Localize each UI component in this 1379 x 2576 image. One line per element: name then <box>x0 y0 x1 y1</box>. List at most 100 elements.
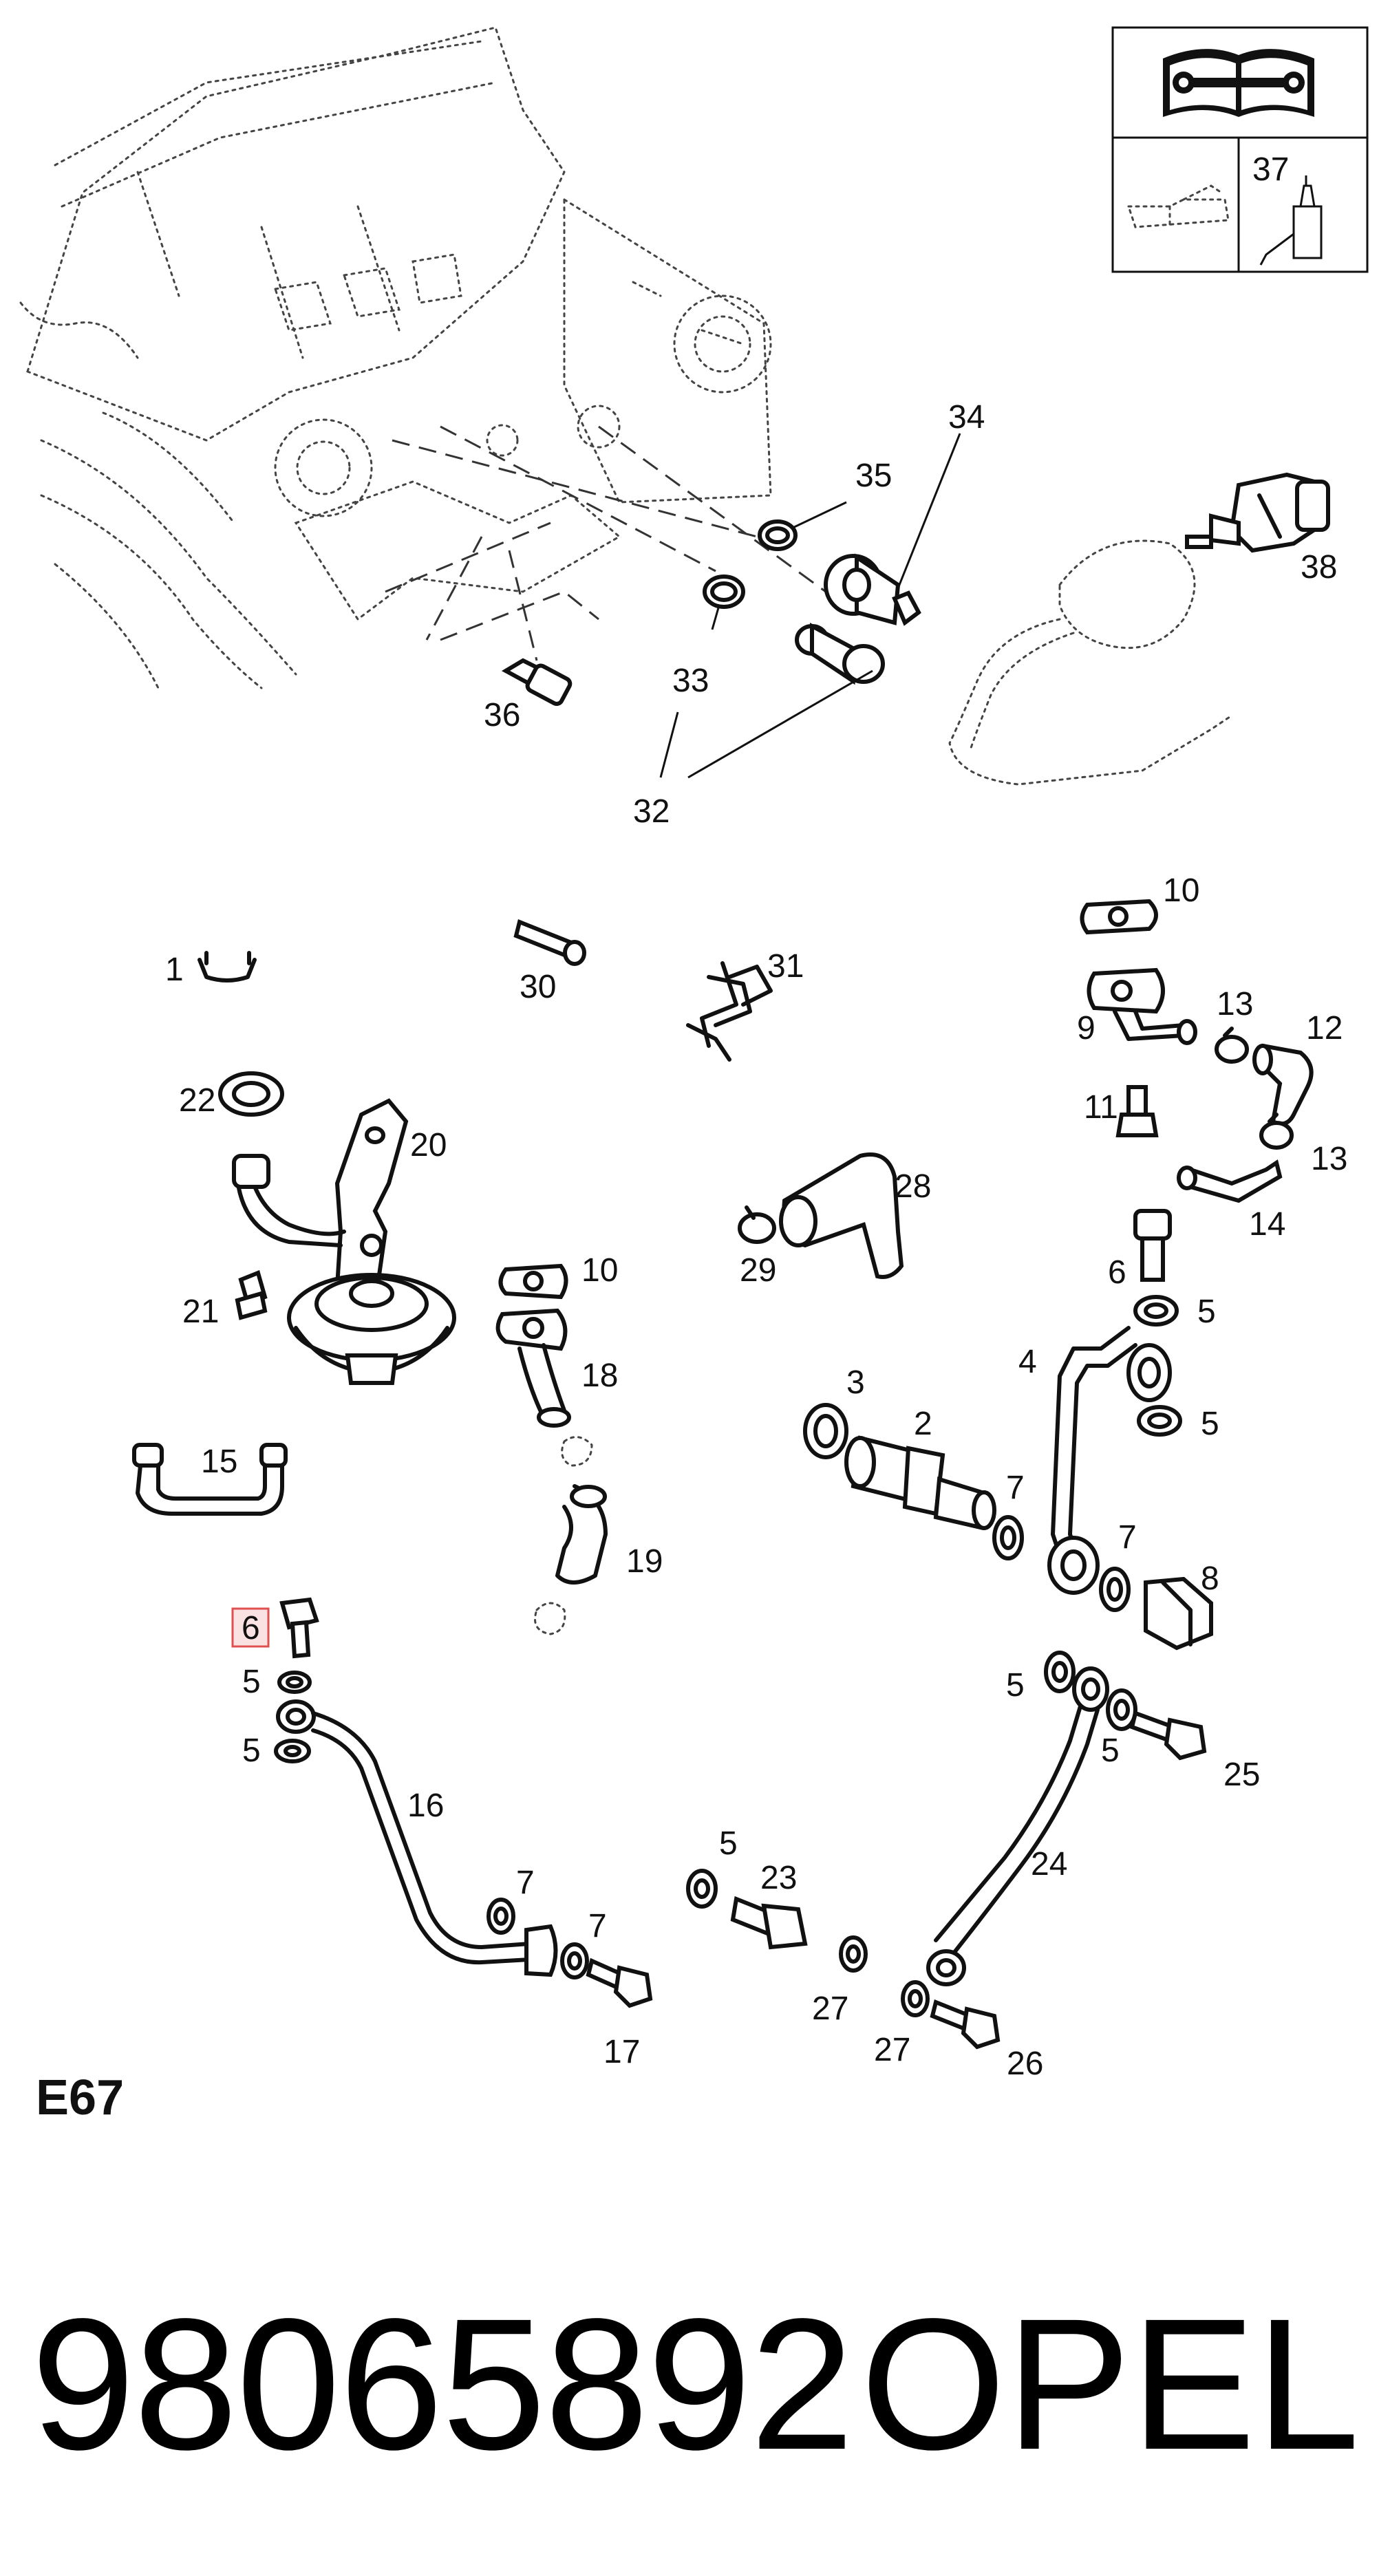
part-6-bolt-right[interactable] <box>1133 1209 1172 1282</box>
callout-28[interactable]: 28 <box>895 1168 931 1205</box>
part-16-oil-pipe[interactable] <box>276 1699 558 1977</box>
callout-6-right[interactable]: 6 <box>1108 1254 1126 1291</box>
part-5-washers-lower-right[interactable] <box>1044 1651 1137 1731</box>
part-23-connector[interactable] <box>730 1896 808 1950</box>
part-33-oring[interactable] <box>703 575 745 609</box>
part-30-bolt[interactable] <box>513 919 586 966</box>
callout-38[interactable]: 38 <box>1301 549 1337 586</box>
svg-text:6[interactable]: 6 <box>242 1610 260 1646</box>
part-1-hose[interactable] <box>197 951 257 983</box>
callout-7-d[interactable]: 7 <box>588 1908 607 1944</box>
part-34-valve[interactable] <box>824 553 921 626</box>
callout-4[interactable]: 4 <box>1018 1344 1037 1380</box>
part-20-oil-filter-housing[interactable] <box>232 1098 456 1385</box>
callout-5-b[interactable]: 5 <box>1201 1406 1219 1442</box>
callout-29[interactable]: 29 <box>740 1252 776 1289</box>
part-10-gasket-right[interactable] <box>1080 899 1158 935</box>
callout-35[interactable]: 35 <box>855 458 892 494</box>
part-2-adapter[interactable] <box>844 1435 996 1530</box>
part-36-bolt[interactable] <box>501 658 573 706</box>
callout-27-a[interactable]: 27 <box>812 1990 848 2027</box>
part-17-bolt[interactable] <box>586 1957 653 2008</box>
part-38-pressure-sensor[interactable] <box>1185 472 1330 553</box>
callout-13-lower[interactable]: 13 <box>1311 1141 1347 1177</box>
callout-33[interactable]: 33 <box>672 663 709 699</box>
callout-10-left[interactable]: 10 <box>581 1252 618 1289</box>
callout-19[interactable]: 19 <box>626 1543 663 1580</box>
part-19-hose[interactable] <box>534 1436 608 1635</box>
callout-26[interactable]: 26 <box>1007 2046 1043 2082</box>
callout-9[interactable]: 9 <box>1077 1010 1095 1046</box>
part-5-washer-center[interactable] <box>686 1869 718 1909</box>
callout-1[interactable]: 1 <box>165 952 184 988</box>
callout-30[interactable]: 30 <box>520 969 556 1005</box>
callout-16[interactable]: 16 <box>407 1788 444 1824</box>
callout-21[interactable]: 21 <box>182 1294 219 1330</box>
part-22-seal[interactable] <box>218 1071 284 1117</box>
callout-5-a[interactable]: 5 <box>1197 1294 1216 1330</box>
callout-31[interactable]: 31 <box>767 948 804 985</box>
part-13-clamp-upper[interactable] <box>1215 1027 1249 1064</box>
part-7-washers-right[interactable] <box>992 1515 1131 1612</box>
callout-7-b[interactable]: 7 <box>1118 1519 1137 1556</box>
part-31-clip[interactable] <box>686 961 773 1062</box>
part-24-oil-pipe[interactable] <box>926 1666 1109 1986</box>
part-5-washers-left[interactable] <box>274 1671 312 1763</box>
parts-diagram: .ln { fill:none; stroke:#111; stroke-wid… <box>19 26 1369 2082</box>
callout-12[interactable]: 12 <box>1306 1010 1343 1046</box>
callout-5-f[interactable]: 5 <box>1101 1732 1120 1769</box>
sensor-cable-phantom <box>948 539 1233 786</box>
callout-8[interactable]: 8 <box>1201 1560 1219 1597</box>
part-21-plug[interactable] <box>235 1269 268 1320</box>
callout-3[interactable]: 3 <box>846 1364 865 1401</box>
callout-22[interactable]: 22 <box>179 1082 215 1119</box>
callout-20[interactable]: 20 <box>410 1127 447 1163</box>
part-7-washers-left[interactable] <box>487 1898 589 1979</box>
callout-5-g[interactable]: 5 <box>719 1825 738 1862</box>
callout-14[interactable]: 14 <box>1249 1206 1285 1243</box>
callout-23[interactable]: 23 <box>760 1860 797 1896</box>
part-14-hose[interactable] <box>1177 1159 1283 1203</box>
callout-2[interactable]: 2 <box>914 1406 932 1442</box>
legend-box: 37 <box>1111 26 1369 273</box>
callout-7-c[interactable]: 7 <box>516 1865 535 1901</box>
part-5-washers-right[interactable] <box>1133 1295 1182 1437</box>
part-32-valve[interactable] <box>795 622 885 685</box>
callout-13-upper[interactable]: 13 <box>1217 986 1253 1022</box>
callout-17[interactable]: 17 <box>603 2034 640 2070</box>
callout-15[interactable]: 15 <box>201 1443 237 1480</box>
callout-7-a[interactable]: 7 <box>1006 1470 1025 1506</box>
callout-25[interactable]: 25 <box>1223 1757 1260 1793</box>
part-27-washers[interactable] <box>839 1935 930 2017</box>
part-35-oring[interactable] <box>758 519 798 551</box>
callout-27-b[interactable]: 27 <box>874 2032 910 2068</box>
callout-5-d[interactable]: 5 <box>242 1732 261 1769</box>
part-25-bolt[interactable] <box>1129 1710 1207 1761</box>
part-9-pipe[interactable] <box>1087 967 1197 1045</box>
callout-18[interactable]: 18 <box>581 1357 618 1394</box>
callout-32[interactable]: 32 <box>633 793 670 830</box>
part-8-cap-nut[interactable] <box>1144 1576 1213 1651</box>
callout-11[interactable]: 11 <box>1084 1089 1118 1126</box>
part-29-clamp[interactable] <box>738 1205 776 1244</box>
part-3-washer[interactable] <box>803 1403 848 1459</box>
callout-5-c[interactable]: 5 <box>242 1664 261 1700</box>
part-4-oil-pipe[interactable] <box>1047 1326 1172 1595</box>
callout-36[interactable]: 36 <box>484 697 520 733</box>
callout-6-highlighted[interactable]: 6 <box>231 1607 270 1648</box>
callout-37[interactable]: 37 <box>1252 151 1289 188</box>
callout-10-right[interactable]: 10 <box>1163 872 1199 909</box>
part-6-bolt-highlighted[interactable] <box>279 1597 319 1659</box>
callout-5-e[interactable]: 5 <box>1006 1667 1025 1704</box>
part-26-bolt[interactable] <box>930 1999 1001 2050</box>
callout-34[interactable]: 34 <box>948 399 985 436</box>
part-11-bolt[interactable] <box>1115 1085 1159 1137</box>
part-28-hose[interactable] <box>779 1152 904 1279</box>
part-13-clamp-lower[interactable] <box>1259 1113 1294 1150</box>
callout-24[interactable]: 24 <box>1031 1846 1067 1882</box>
part-12-hose[interactable] <box>1252 1043 1314 1126</box>
part-10-gasket-left[interactable] <box>498 1263 568 1300</box>
part-18-pipe[interactable] <box>495 1308 571 1428</box>
leader-lines <box>659 433 961 779</box>
part-15-hose[interactable] <box>132 1443 288 1516</box>
